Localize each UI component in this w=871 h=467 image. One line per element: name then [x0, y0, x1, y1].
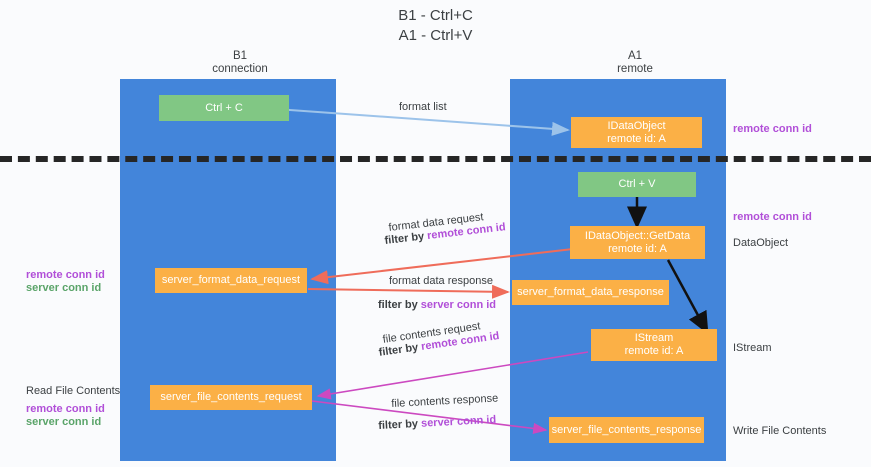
filter-prefix-4: filter by [378, 417, 422, 432]
label-format-list: format list [399, 101, 447, 113]
column-a1-role: remote [617, 63, 653, 75]
node-idataobject[interactable]: IDataObject remote id: A [571, 117, 702, 148]
node-server-file-contents-response-label: server_file_contents_response [551, 423, 702, 436]
node-getdata-line1: IDataObject::GetData [584, 229, 691, 242]
node-server-format-data-request[interactable]: server_format_data_request [155, 268, 307, 293]
annotation-left-remote-conn-id-2: remote conn id [26, 403, 105, 415]
label-file-contents-response-filter: filter by server conn id [378, 414, 497, 433]
node-idataobject-line1: IDataObject [607, 119, 666, 132]
node-server-format-data-request-label: server_format_data_request [161, 274, 301, 286]
node-server-file-contents-request[interactable]: server_file_contents_request [150, 385, 312, 410]
filter-key-server-conn-id-1: server conn id [420, 299, 496, 311]
filter-key-server-conn-id-2: server conn id [420, 413, 497, 430]
annotation-right-write-file-contents: Write File Contents [733, 425, 827, 437]
node-idataobject-getdata[interactable]: IDataObject::GetData remote id: A [570, 226, 705, 259]
node-istream-line2: remote id: A [624, 345, 684, 357]
node-server-file-contents-request-label: server_file_contents_request [160, 391, 302, 403]
section-divider [0, 156, 871, 162]
annotation-left-read-file-contents: Read File Contents [26, 385, 121, 397]
annotation-left-server-conn-id: server conn id [26, 282, 102, 294]
annotation-right-istream: IStream [733, 342, 772, 354]
node-istream-line1: IStream [634, 332, 674, 344]
node-server-format-data-response[interactable]: server_format_data_response [512, 280, 669, 305]
column-b1-role: connection [212, 63, 268, 75]
column-header-a1: A1 remote [540, 50, 730, 76]
annotation-left-server-conn-id-2: server conn id [26, 416, 102, 428]
node-ctrl-v-label: Ctrl + V [618, 178, 656, 190]
node-getdata-line2: remote id: A [608, 242, 667, 255]
annotation-right-remote-conn-id-mid: remote conn id [733, 211, 812, 223]
node-ctrl-c[interactable]: Ctrl + C [159, 95, 289, 121]
node-server-file-contents-response[interactable]: server_file_contents_response [549, 417, 704, 443]
node-server-format-data-response-label: server_format_data_response [517, 286, 664, 298]
annotation-right-dataobject: DataObject [733, 237, 789, 249]
label-format-data-response: format data response [389, 275, 493, 287]
column-header-b1: B1 connection [150, 50, 330, 76]
title-line-1: B1 - Ctrl+C [398, 7, 473, 24]
diagram-title: B1 - Ctrl+C A1 - Ctrl+V [0, 6, 871, 46]
label-file-contents-response: file contents response [391, 392, 499, 410]
title-line-2: A1 - Ctrl+V [398, 27, 473, 44]
node-ctrl-v[interactable]: Ctrl + V [578, 172, 696, 197]
arrow-format-data-response [307, 284, 510, 299]
annotation-right-remote-conn-id-top: remote conn id [733, 123, 812, 135]
column-b1-name: B1 [232, 50, 248, 62]
filter-prefix-2: filter by [378, 299, 421, 311]
annotation-left-remote-conn-id: remote conn id [26, 269, 105, 281]
node-ctrl-c-label: Ctrl + C [205, 101, 243, 114]
label-format-data-response-filter: filter by server conn id [378, 299, 496, 312]
column-a1-name: A1 [627, 50, 643, 62]
node-istream[interactable]: IStream remote id: A [591, 329, 717, 361]
node-idataobject-line2: remote id: A [607, 132, 666, 145]
